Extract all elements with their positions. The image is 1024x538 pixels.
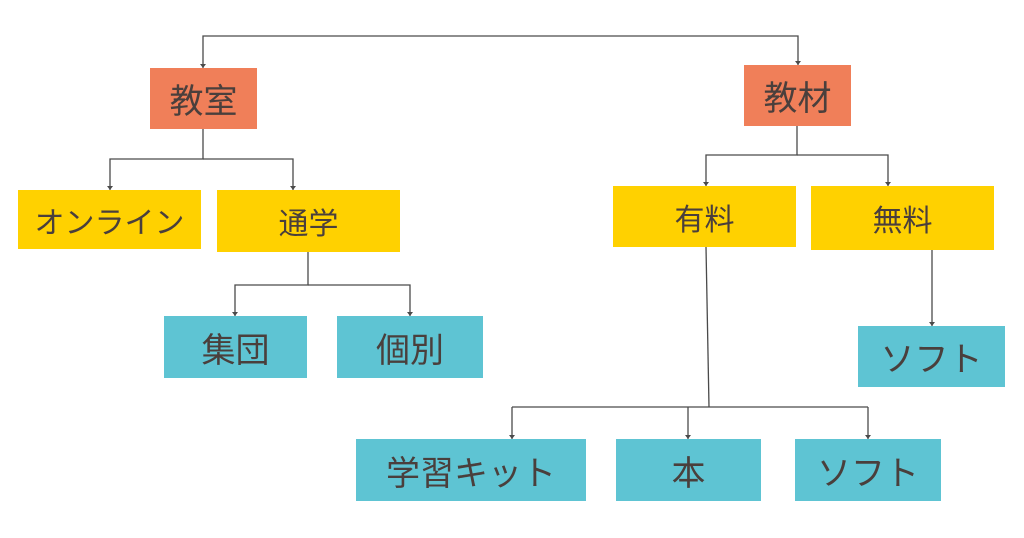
arrowhead [509, 435, 515, 439]
node-learning-kit: 学習キット [356, 439, 586, 501]
connector-line [308, 284, 411, 316]
node-individual: 個別 [337, 316, 483, 378]
arrowhead [232, 312, 238, 316]
node-online: オンライン [18, 190, 201, 249]
node-classroom: 教室 [150, 68, 257, 129]
connector-line [797, 154, 889, 186]
arrowhead [929, 322, 935, 326]
arrowhead [795, 61, 801, 65]
node-materials: 教材 [744, 65, 851, 126]
node-attend: 通学 [217, 190, 400, 252]
connector-line [203, 158, 294, 190]
connector-line [705, 126, 798, 186]
node-book: 本 [616, 439, 761, 501]
root-connector-line [202, 35, 799, 68]
node-free-software: ソフト [858, 326, 1005, 387]
arrowhead [200, 64, 206, 68]
node-group: 集団 [164, 316, 307, 378]
arrowhead [703, 182, 709, 186]
arrowhead [865, 435, 871, 439]
arrowhead [407, 312, 413, 316]
connector-line [109, 129, 204, 190]
arrowhead [685, 435, 691, 439]
arrowhead [290, 186, 296, 190]
arrowhead [885, 182, 891, 186]
node-paid: 有料 [613, 186, 796, 247]
arrowhead [107, 186, 113, 190]
node-free: 無料 [811, 186, 994, 250]
connector-line [705, 246, 710, 408]
node-paid-software: ソフト [795, 439, 941, 501]
connector-line [234, 252, 309, 316]
